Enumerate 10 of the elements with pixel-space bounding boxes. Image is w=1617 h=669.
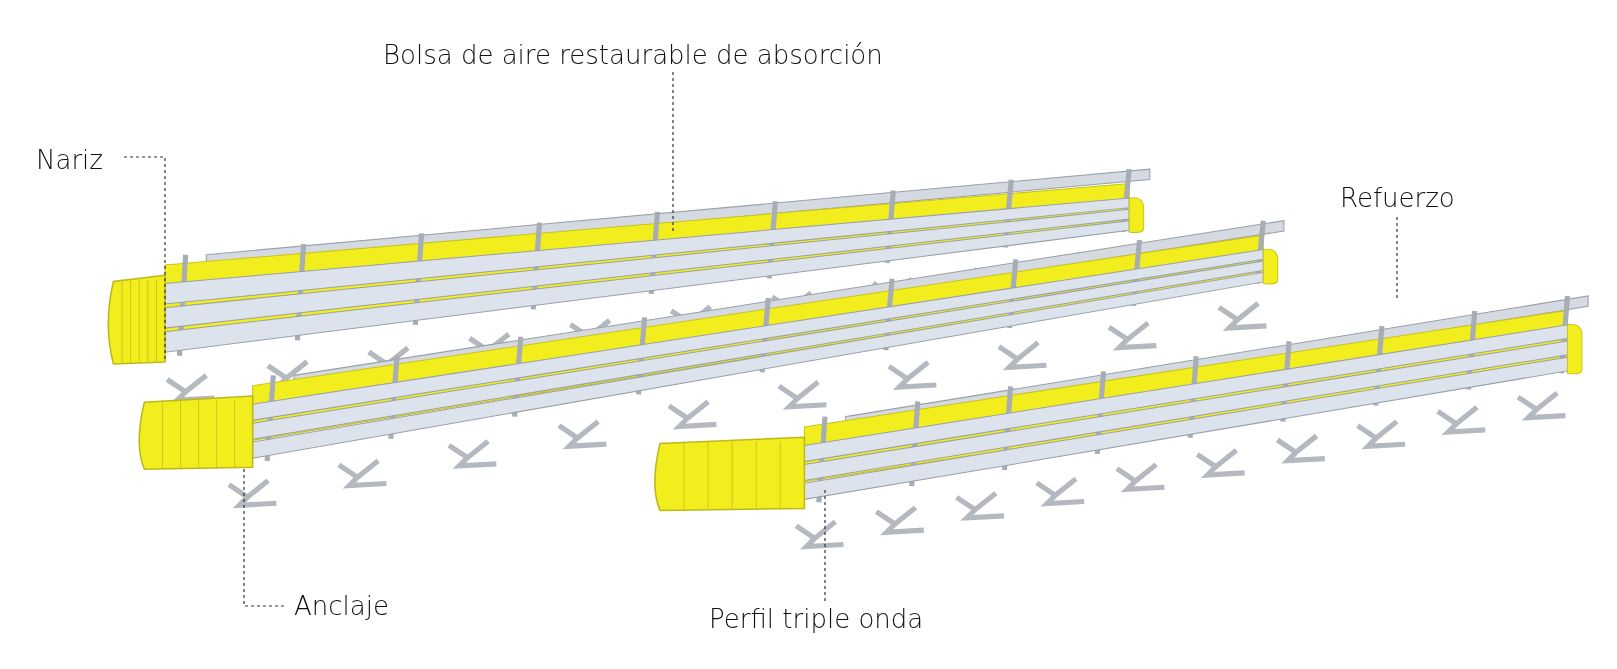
part-label: Bolsa de aire restaurable de absorción <box>383 40 883 70</box>
leader-line <box>1396 216 1398 300</box>
leader-line <box>824 489 826 602</box>
part-label: Nariz <box>36 145 103 175</box>
leader-line <box>672 71 674 233</box>
leader-line <box>123 156 166 362</box>
part-label: Refuerzo <box>1340 183 1455 213</box>
leader-line <box>243 468 285 607</box>
part-label: Anclaje <box>294 591 389 621</box>
part-label: Perfil triple onda <box>709 604 924 634</box>
